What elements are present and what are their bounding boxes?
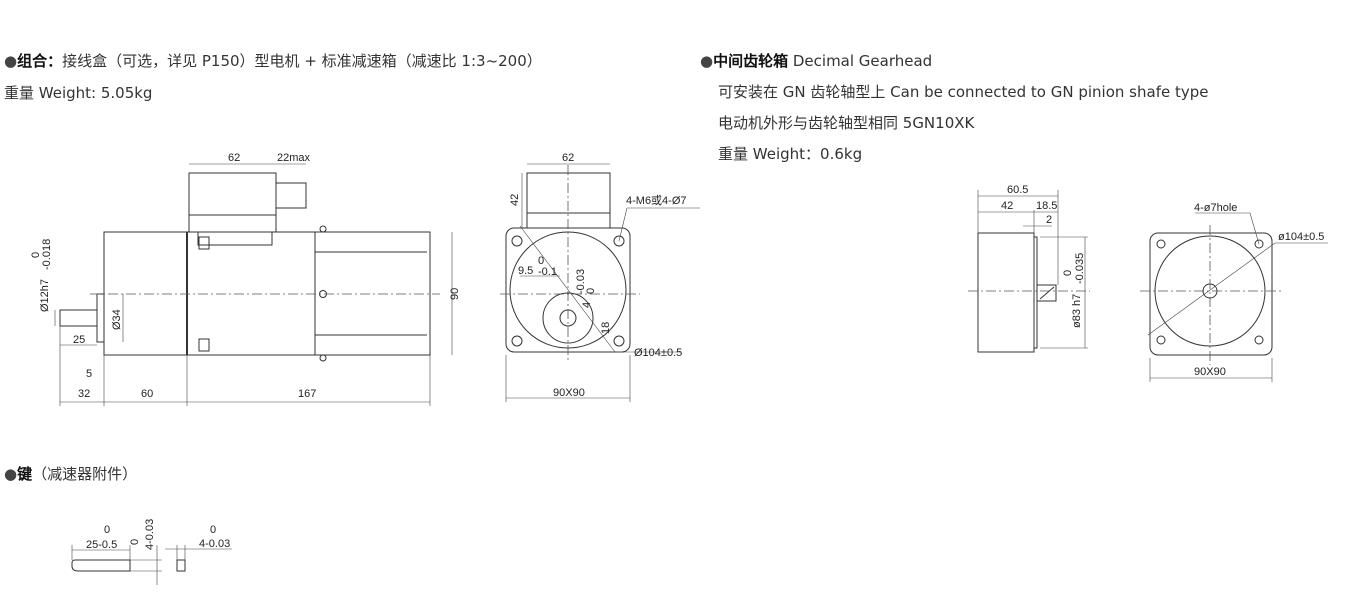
dim-shaft-tol-upper: 0: [30, 252, 42, 258]
dim-83-tol-upper: 0: [1062, 270, 1074, 276]
gearhead-heading: ●中间齿轮箱 Decimal Gearhead: [700, 50, 932, 71]
dim-4a-tol-upper: 0: [129, 539, 141, 545]
combination-heading: ●组合：接线盒（可选，详见 P150）型电机 + 标准减速箱（减速比 1:3~2…: [4, 50, 542, 71]
dim-shaft-tol-lower: -0.018: [41, 239, 53, 270]
dim-4a: 4-0.03: [144, 519, 156, 550]
heading-bold: 组合：: [17, 52, 63, 70]
dim-4: 4: [581, 302, 593, 308]
gearhead-line1: 可安装在 GN 齿轮轴型上 Can be connected to GN pin…: [718, 83, 1209, 101]
dim-shaft-dia: Ø12h7: [39, 279, 51, 312]
dim-18: 18: [600, 322, 612, 334]
gearhead-front-view: 4-ø7hole ø104±0.5 90X90: [1140, 202, 1328, 382]
mounting-holes-label: 4-M6或4-Ø7: [626, 194, 687, 207]
motor-side-view: 32 60 167 25 5 62 22max 90 Ø34 Ø12h7 0 -…: [30, 152, 461, 406]
dim-60-5: 60.5: [1007, 184, 1028, 196]
heading-text: （减速器附件）: [32, 465, 138, 483]
gearhead-weight: 重量 Weight：0.6kg: [718, 145, 863, 163]
dim-83: ø83 h7: [1071, 294, 1083, 328]
dim-83-tol-lower: -0.035: [1074, 253, 1086, 284]
bullet: ●: [700, 52, 714, 70]
dim-4b: 4-0.03: [199, 538, 230, 550]
dim-90x90: 90X90: [553, 387, 585, 399]
dim-4b-tol-upper: 0: [210, 524, 216, 536]
dim-167: 167: [298, 388, 316, 400]
dim-90x90: 90X90: [1194, 366, 1226, 378]
heading-text: Decimal Gearhead: [788, 52, 933, 70]
dim-32: 32: [78, 388, 90, 400]
dim-42: 42: [1001, 200, 1013, 212]
dim-9-5-tol-upper: 0: [538, 255, 544, 267]
dim-104: ø104±0.5: [1278, 231, 1324, 243]
dim-25-tol-upper: 0: [104, 524, 110, 536]
heading-bold: 键: [17, 465, 33, 483]
motor-weight: 重量 Weight: 5.05kg: [4, 84, 153, 102]
dim-22max: 22max: [277, 152, 311, 164]
dim-90: 90: [449, 288, 461, 300]
dim-18-5: 18.5: [1036, 200, 1057, 212]
dim-2: 2: [1046, 214, 1052, 226]
motor-front-view: 62 42 4-M6或4-Ø7 9.5 0 -0.1 4 -0.03 0 18 …: [500, 152, 700, 402]
dim-9-5: 9.5: [518, 265, 533, 277]
dim-25: 25-0.5: [86, 539, 117, 551]
heading-text: 接线盒（可选，详见 P150）型电机 + 标准减速箱（减速比 1:3~200）: [62, 52, 542, 70]
dim-42: 42: [509, 194, 521, 206]
dim-104: Ø104±0.5: [634, 347, 682, 359]
heading-bold: 中间齿轮箱: [713, 52, 789, 70]
dim-34: Ø34: [111, 309, 123, 330]
dim-60: 60: [141, 388, 153, 400]
dim-62: 62: [562, 152, 574, 164]
dim-9-5-tol-lower: -0.1: [538, 266, 557, 278]
dim-62: 62: [228, 152, 240, 164]
gearhead-side-view: 60.5 42 18.5 2 ø83 h7 0 -0.035: [968, 184, 1090, 353]
dim-4-tol-upper: 0: [585, 288, 597, 294]
gearhead-line2: 电动机外形与齿轮轴型相同 5GN10XK: [718, 114, 975, 132]
dim-25: 25: [73, 334, 85, 346]
dim-5: 5: [86, 368, 92, 380]
holes-label: 4-ø7hole: [1194, 202, 1237, 214]
bullet: ●: [4, 465, 18, 483]
key-drawing: 25-0.5 0 4-0.03 0 4-0.03 0: [71, 519, 232, 585]
dim-4-tol-lower: -0.03: [575, 269, 587, 294]
key-heading: ●键（减速器附件）: [4, 463, 137, 484]
bullet: ●: [4, 52, 18, 70]
